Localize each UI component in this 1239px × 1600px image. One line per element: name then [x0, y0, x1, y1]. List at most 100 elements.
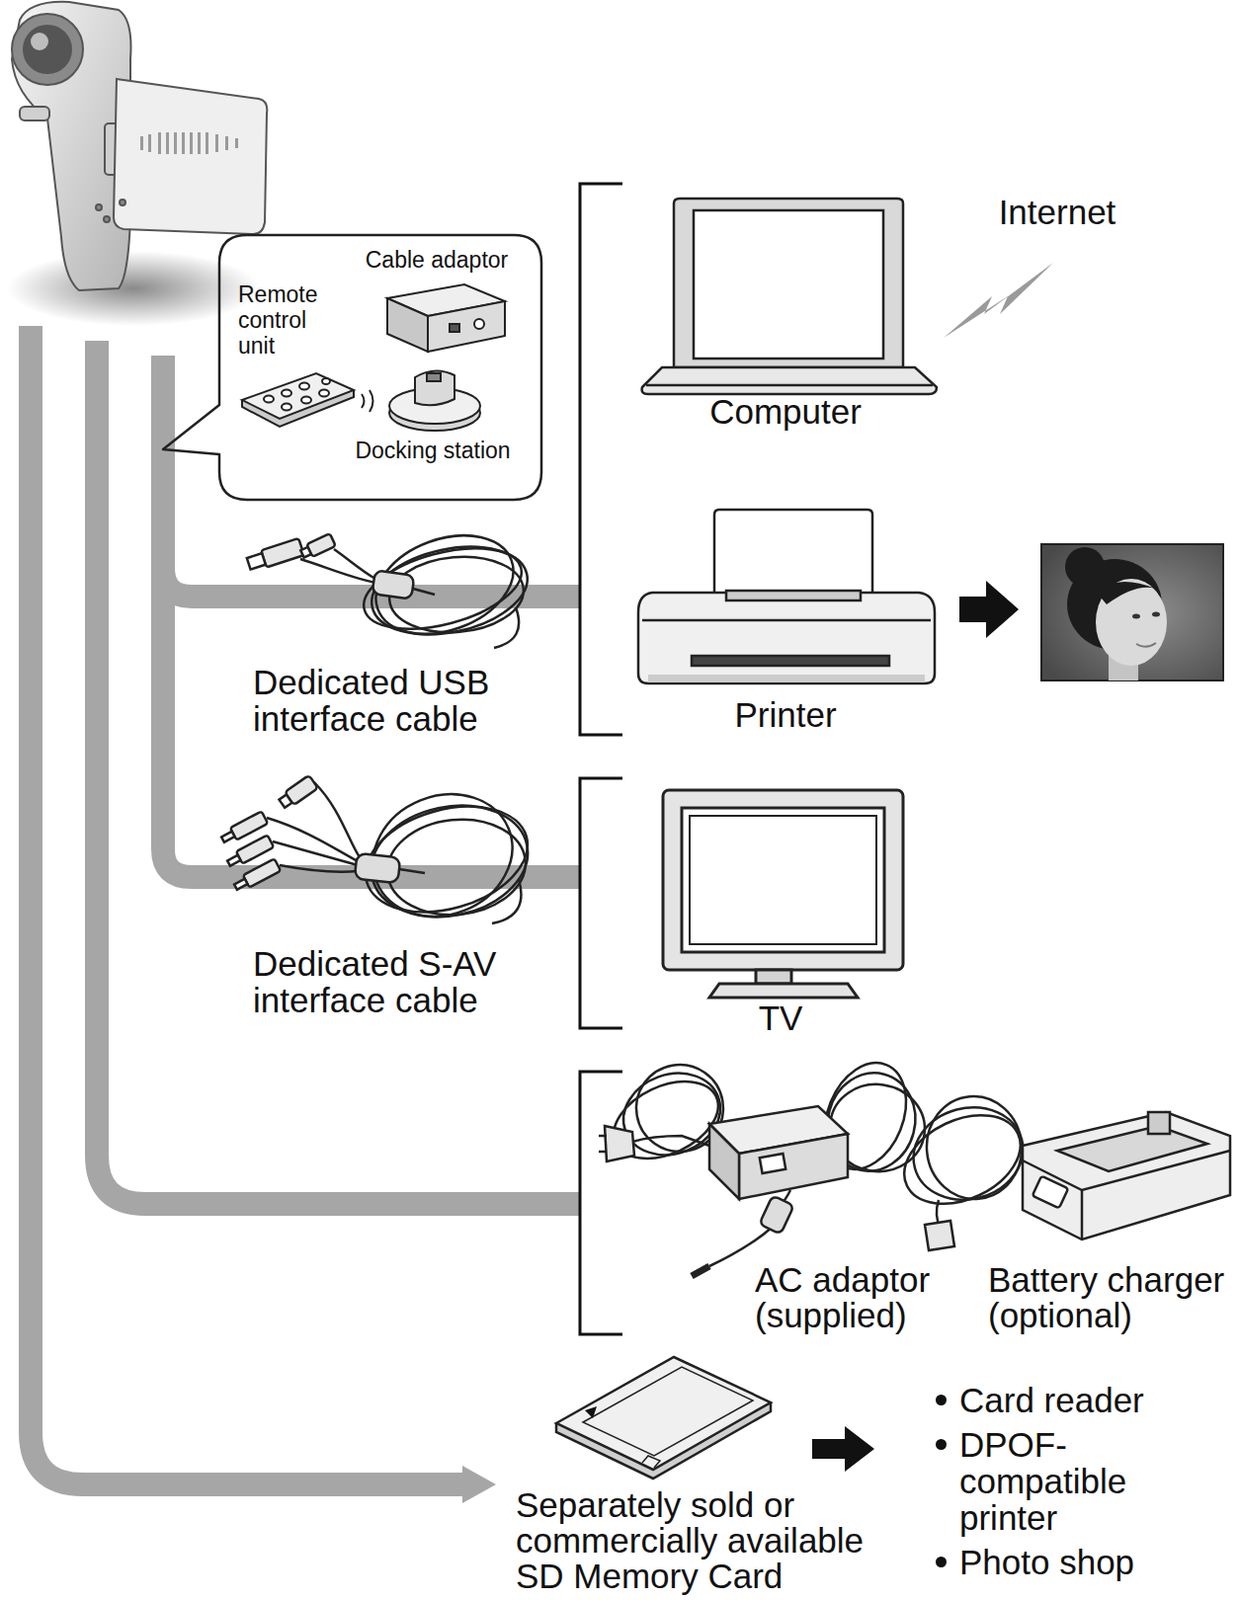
printed-photo [1095, 578, 1167, 666]
usage-list: Card readerDPOF-compatible printerPhoto … [874, 1378, 1236, 1596]
ac-adaptor-item: AC adaptor (supplied) [617, 1067, 934, 1344]
battery-charger-illustration [1080, 1190, 1084, 1240]
item-label: Separately sold or commercially availabl… [515, 1487, 897, 1595]
item-label: AC adaptor (supplied) [754, 1262, 953, 1334]
usb-cable-illustration [354, 533, 530, 645]
list-item: Photo shop [959, 1544, 1172, 1581]
tv-illustration [755, 970, 792, 985]
docking-station-illustration [426, 373, 441, 382]
camcorder-illustration [6, 1, 267, 327]
printer-illustration [642, 619, 931, 623]
docking-station-illustration [389, 370, 481, 431]
camcorder-illustration [19, 106, 50, 121]
group-bracket [579, 778, 623, 1029]
laptop-illustration [693, 210, 884, 359]
remote-control-illustration [301, 397, 312, 405]
tv-illustration [681, 808, 885, 953]
laptop-illustration [646, 384, 933, 388]
item-label: Cable adaptor [337, 247, 536, 273]
sav-cable-illustration [278, 795, 292, 809]
printer-illustration [726, 590, 861, 601]
signal-waves [369, 390, 374, 413]
usb-cable-illustration [300, 547, 312, 559]
list-item: DPOF-compatible printer [959, 1426, 1172, 1537]
battery-charger-illustration [1057, 1126, 1208, 1172]
battery-charger-illustration [922, 1092, 1027, 1204]
battery-charger-illustration [1148, 1112, 1170, 1135]
edge-group [812, 1449, 847, 1451]
docking-station-illustration [414, 370, 455, 406]
sav-cable-illustration [352, 789, 540, 930]
usb-cable-illustration [333, 549, 376, 579]
battery-charger-item: Battery charger (optional) [933, 1067, 1236, 1344]
bubble-outline [163, 235, 542, 500]
speaker-grille [148, 134, 152, 153]
battery-charger-illustration [903, 1095, 1034, 1213]
tv-illustration [662, 790, 904, 998]
usb-cable-illustration [372, 570, 415, 599]
sd-card-illustration [556, 1357, 771, 1471]
battery-charger-illustration [924, 1221, 955, 1251]
speaker-grille [140, 132, 239, 155]
printed-photo [1041, 544, 1224, 681]
ac-adaptor-illustration [632, 1136, 710, 1147]
remote-control-illustration [281, 404, 292, 412]
camcorder-illustration [95, 204, 102, 211]
cable-adaptor-illustration [387, 284, 505, 352]
remote-control-illustration [319, 390, 330, 398]
ac-adaptor-illustration [604, 1126, 635, 1162]
usb-cable-illustration [260, 538, 305, 568]
printed-photo [1041, 544, 1224, 681]
camcorder-illustration [119, 199, 126, 206]
band-arrowhead [462, 1466, 496, 1504]
tv-illustration [662, 790, 904, 971]
sav-cable-illustration [230, 811, 268, 840]
speaker-grille [181, 132, 185, 155]
group-bracket [579, 183, 623, 736]
printer-illustration [638, 592, 935, 684]
sav-cable-illustration [354, 853, 401, 884]
camcorder-illustration [103, 216, 110, 223]
camcorder-illustration [11, 13, 83, 85]
sd-card-illustration [584, 1406, 597, 1419]
speaker-grille [197, 132, 201, 155]
speaker-grille [215, 134, 219, 153]
printer-illustration [648, 674, 925, 683]
ac-adaptor-illustration [598, 1136, 607, 1153]
item-label: Computer [632, 393, 939, 430]
sd-card-illustration [582, 1367, 753, 1457]
cable-adaptor-illustration [387, 298, 428, 352]
speaker-grille [225, 136, 229, 151]
sav-cable-illustration [277, 775, 319, 811]
remote-control-illustration [242, 373, 354, 419]
sav-cable-illustration [272, 841, 358, 866]
tv-illustration [709, 984, 858, 998]
cable-adaptor-illustration [427, 301, 505, 352]
sav-cable-illustration [232, 858, 281, 894]
print-arrow [959, 580, 1019, 639]
sav-cable-illustration [382, 813, 530, 922]
callout-bubble: Cable adaptorRemote control unitDocking … [219, 235, 542, 500]
sd-card-illustration [642, 1456, 661, 1469]
camcorder-illustration [113, 79, 267, 235]
speaker-grille [165, 132, 169, 155]
bullet-dot [935, 1557, 947, 1569]
usb-cable-illustration [413, 588, 435, 595]
speaker-grille [235, 138, 239, 149]
battery-charger-illustration [1032, 1176, 1069, 1210]
usb-cable-illustration [362, 517, 528, 653]
usb-cable-illustration [494, 607, 519, 649]
speaker-grille [173, 132, 177, 155]
printed-photo [1152, 612, 1160, 618]
sd-card-illustration [556, 1357, 771, 1480]
item-label: Printer [632, 696, 939, 734]
remote-control-illustration [242, 373, 354, 427]
ac-adaptor-illustration [759, 1154, 786, 1174]
sav-cable-item: Dedicated S-AV interface cable [217, 770, 534, 1028]
item-label: Docking station [328, 437, 538, 464]
printer-illustration [714, 509, 873, 599]
sav-cable-illustration [236, 834, 274, 864]
